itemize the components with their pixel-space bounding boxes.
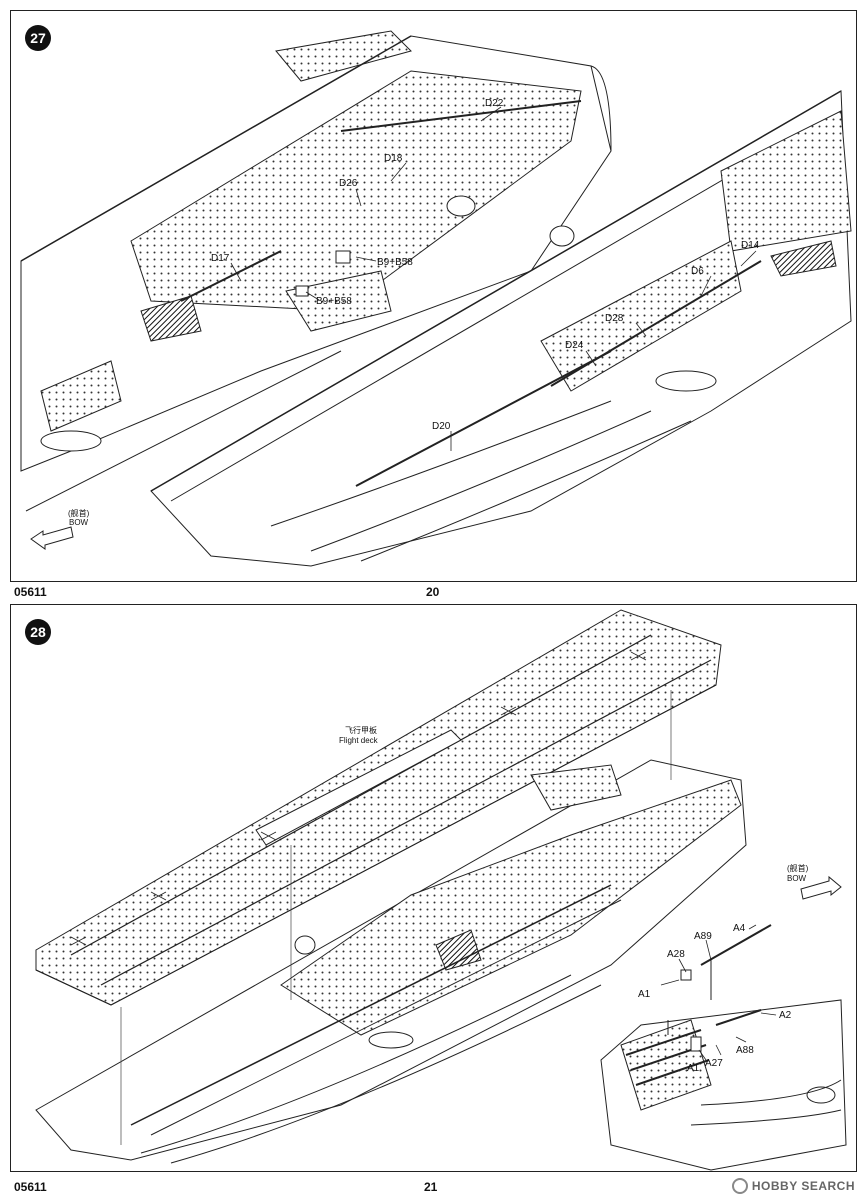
bow-label-en: BOW	[69, 518, 89, 527]
bow-arrow-icon-bottom	[800, 875, 842, 900]
step-27-panel: D22 D18 D26 D17 B9+B58 B9+B58 D14 D6 D28…	[10, 10, 857, 582]
page-code-top: 05611	[14, 585, 47, 599]
label-a1-top: A1	[638, 989, 651, 1000]
bow-arrow-icon	[30, 526, 74, 550]
step-28-drawing: 飞行甲板 Flight deck (舰首) BOW A89 A4 A28 A1 …	[35, 609, 847, 1171]
label-d26: D26	[339, 178, 358, 189]
leader-lines-bottom	[660, 924, 777, 1061]
page-number-top: 20	[426, 585, 440, 599]
bow-label-cn: (舰首)	[68, 508, 90, 518]
flight-deck-label-cn: 飞行甲板	[345, 725, 377, 735]
step-28-panel: 飞行甲板 Flight deck (舰首) BOW A89 A4 A28 A1 …	[10, 604, 857, 1172]
label-d24: D24	[565, 340, 584, 351]
island-detail-inset	[600, 924, 847, 1171]
page-number-bottom: 21	[424, 1180, 438, 1194]
label-b9-b58-lower: B9+B58	[316, 296, 352, 307]
label-a1-bottom: A1	[687, 1063, 700, 1074]
label-b9-b58-upper: B9+B58	[377, 257, 413, 268]
label-d20: D20	[432, 421, 451, 432]
flight-deck-panel	[35, 609, 722, 1006]
page-code-bottom: 05611	[14, 1180, 47, 1194]
label-d18: D18	[384, 153, 403, 164]
label-d6: D6	[691, 266, 704, 277]
watermark-text: HOBBY SEARCH	[751, 1179, 855, 1193]
label-d14: D14	[741, 240, 760, 251]
label-a2: A2	[779, 1010, 792, 1021]
label-d28: D28	[605, 313, 624, 324]
label-d17: D17	[211, 253, 230, 264]
label-a4: A4	[733, 923, 746, 934]
label-a27: A27	[705, 1058, 723, 1069]
step-badge-28: 28	[25, 619, 51, 645]
label-a89: A89	[694, 931, 712, 942]
watermark-logo-icon	[731, 1178, 748, 1194]
label-d22: D22	[485, 98, 504, 109]
label-a28: A28	[667, 949, 685, 960]
alignment-lines	[120, 690, 672, 1145]
hull-section-forward	[150, 90, 852, 567]
hull-section-aft	[20, 30, 612, 512]
flight-deck-label-en: Flight deck	[339, 736, 379, 745]
step-badge-27: 27	[25, 25, 51, 51]
leader-lines	[230, 106, 757, 451]
step-27-drawing: D22 D18 D26 D17 B9+B58 B9+B58 D14 D6 D28…	[20, 30, 852, 567]
watermark: HOBBY SEARCH	[731, 1178, 855, 1194]
bow-label-cn-bottom: (舰首)	[787, 863, 809, 873]
label-a88: A88	[736, 1045, 754, 1056]
hull-assembly	[35, 759, 747, 1164]
bow-label-en-bottom: BOW	[787, 874, 807, 883]
